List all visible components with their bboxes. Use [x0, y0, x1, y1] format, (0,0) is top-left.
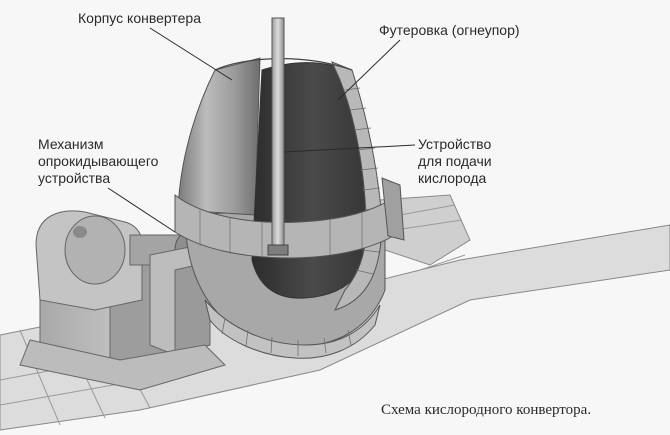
figure-caption: Схема кислородного конвертора.	[381, 402, 592, 418]
label-oxygen-line3: кислорода	[418, 170, 487, 186]
label-tilt-line2: опрокидывающего	[38, 153, 159, 169]
leader-lining	[337, 39, 401, 101]
leader-lines	[107, 27, 416, 233]
label-lining: Футеровка (огнеупор)	[379, 22, 520, 38]
label-converter-body: Корпус конвертера	[78, 10, 201, 26]
label-tilt-line1: Механизм	[38, 136, 104, 152]
oxygen-lance	[267, 17, 289, 256]
leader-body	[149, 27, 233, 81]
leader-tilt	[107, 187, 176, 233]
label-tilt-line3: устройства	[38, 170, 111, 186]
converter-body	[174, 57, 405, 359]
tilting-mechanism	[19, 210, 226, 391]
leader-oxygen	[283, 144, 416, 153]
label-oxygen-line1: Устройство	[418, 136, 492, 152]
label-oxygen-line2: для подачи	[418, 153, 492, 169]
